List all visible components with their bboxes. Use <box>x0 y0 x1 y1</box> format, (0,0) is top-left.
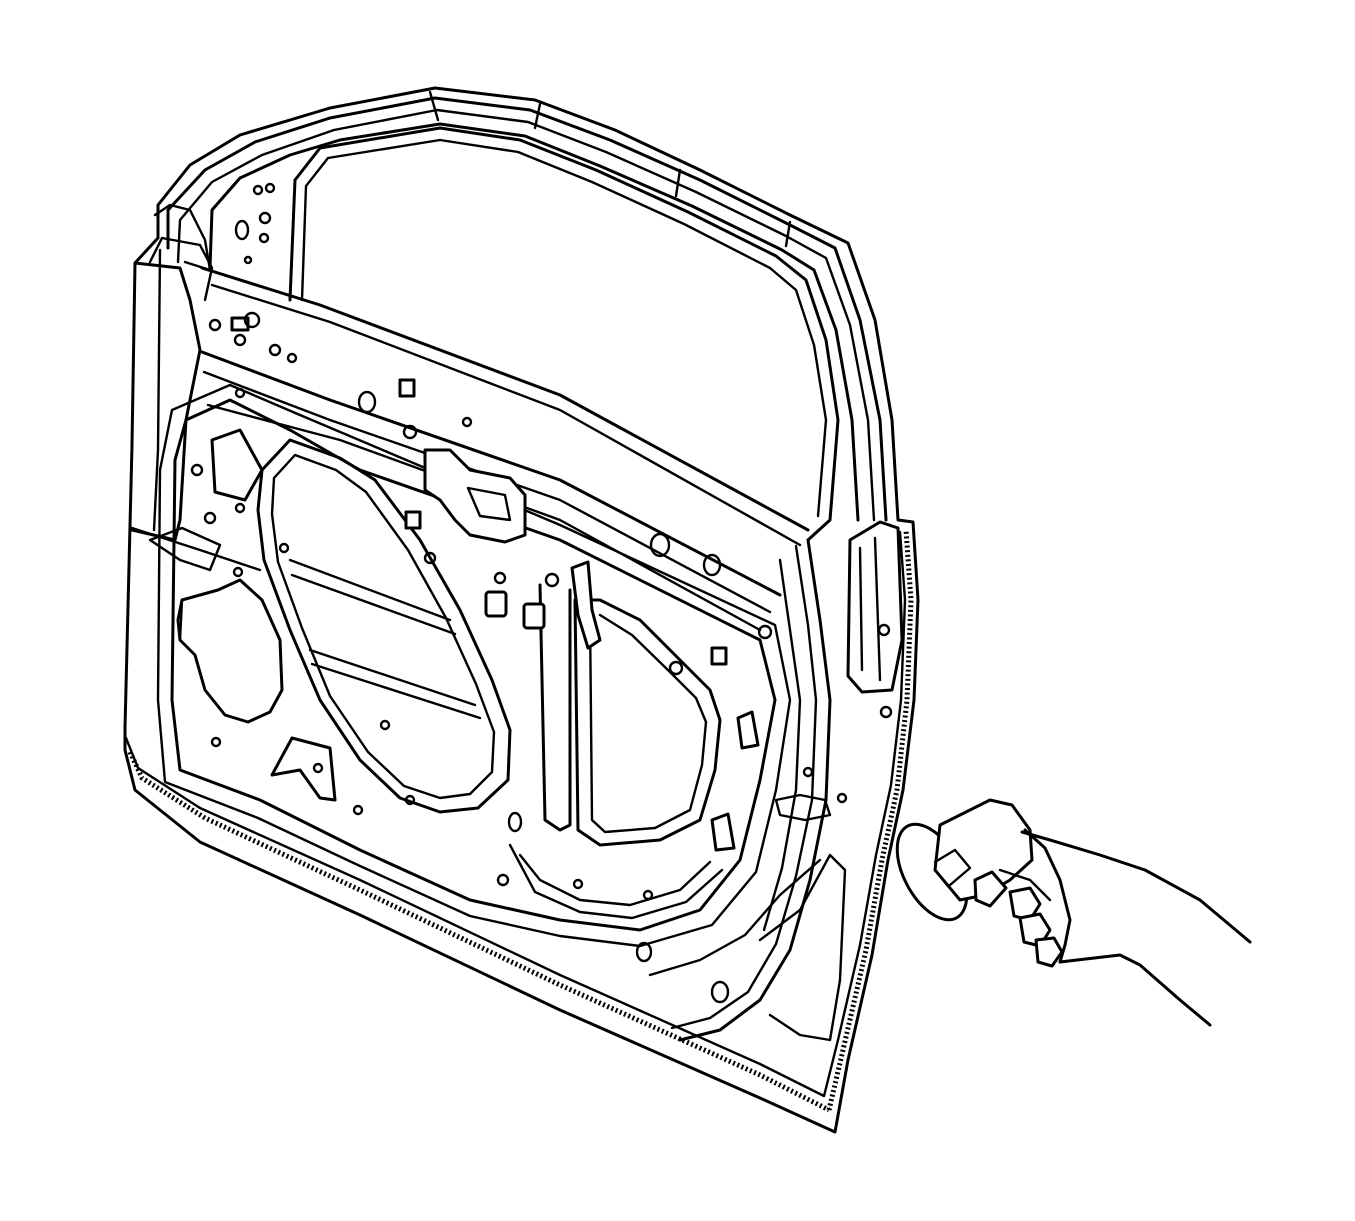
palm-outline <box>1023 828 1072 964</box>
hand-icon <box>895 798 1252 1027</box>
channel-post <box>570 560 602 650</box>
tab-square-2 <box>522 602 546 630</box>
regulator-rail-a <box>288 558 452 622</box>
lower-arc-cutout-2 <box>508 843 724 920</box>
belt-beam-top-2 <box>210 283 802 547</box>
hinge-pillar-outer <box>130 261 202 542</box>
lower-pillar-curve-2 <box>648 858 822 977</box>
hand-outline <box>1020 830 1252 944</box>
latch-bracket-inner <box>466 486 512 522</box>
lock-pillar-mid <box>762 558 802 932</box>
clip-bracket-2 <box>710 812 736 852</box>
glass-channel-left <box>538 583 572 832</box>
upper-left-pocket <box>210 428 264 502</box>
wrist-outline <box>1058 953 1212 1027</box>
window-opening-inner <box>300 138 828 518</box>
belt-beam-top <box>200 266 810 532</box>
finger-tips <box>998 868 1052 902</box>
lock-pillar-outer <box>678 538 832 1042</box>
finger-1 <box>973 870 1008 908</box>
lower-pillar-curve <box>758 853 847 1042</box>
regulator-rail-d <box>310 662 482 720</box>
window-frame-mid <box>176 108 876 522</box>
frame-rib-2 <box>533 102 542 130</box>
finger-4 <box>1034 936 1064 968</box>
belt-beam-bottom <box>200 350 782 597</box>
frame-rib-1 <box>428 90 440 122</box>
tab-square-4 <box>404 510 422 530</box>
window-frame-outer <box>166 96 888 522</box>
inner-panel-perimeter <box>170 398 777 932</box>
window-frame-inner <box>208 122 860 522</box>
speaker-opening <box>176 578 284 724</box>
regulator-rail-c <box>308 648 477 707</box>
lower-left-bracket <box>270 736 337 802</box>
lower-arc-cutout <box>518 853 712 907</box>
lock-pillar-inner <box>670 544 818 1030</box>
tab-square-1 <box>484 590 508 618</box>
inner-panel-perimeter-2 <box>156 383 792 948</box>
latch-housing-edge <box>858 536 882 682</box>
mounting-holes <box>190 182 893 1004</box>
pillar-crease <box>130 526 262 572</box>
frame-rib-3 <box>674 168 682 198</box>
lower-hinge-bracket <box>774 793 832 822</box>
suction-tool-body <box>933 798 1034 902</box>
suction-tool-neck <box>933 848 972 887</box>
regulator-rail-b <box>290 573 457 636</box>
hinge-bracket-upper <box>153 203 212 272</box>
door-panel-icon <box>123 86 920 1134</box>
door-outer-edge <box>123 86 920 1134</box>
frame-rib-4 <box>784 220 792 248</box>
hem-flange-bottom <box>127 750 831 1113</box>
hinge-pillar-inner <box>148 236 214 302</box>
regulator-track-inner <box>270 453 496 800</box>
speaker-opening-notch <box>178 598 184 642</box>
window-opening <box>288 126 840 542</box>
hinge-pillar-edge <box>152 248 162 532</box>
clip-bracket-1 <box>736 710 760 750</box>
hem-flange-right <box>826 529 914 1111</box>
hem-flange-inner-line <box>124 530 907 1098</box>
regulator-track-outer <box>256 438 512 814</box>
glass-channel-right <box>573 598 722 847</box>
glass-channel-inner <box>588 613 708 834</box>
tab-square-5 <box>710 646 728 666</box>
finger-2 <box>1008 886 1042 922</box>
tab-square-3 <box>398 378 416 398</box>
